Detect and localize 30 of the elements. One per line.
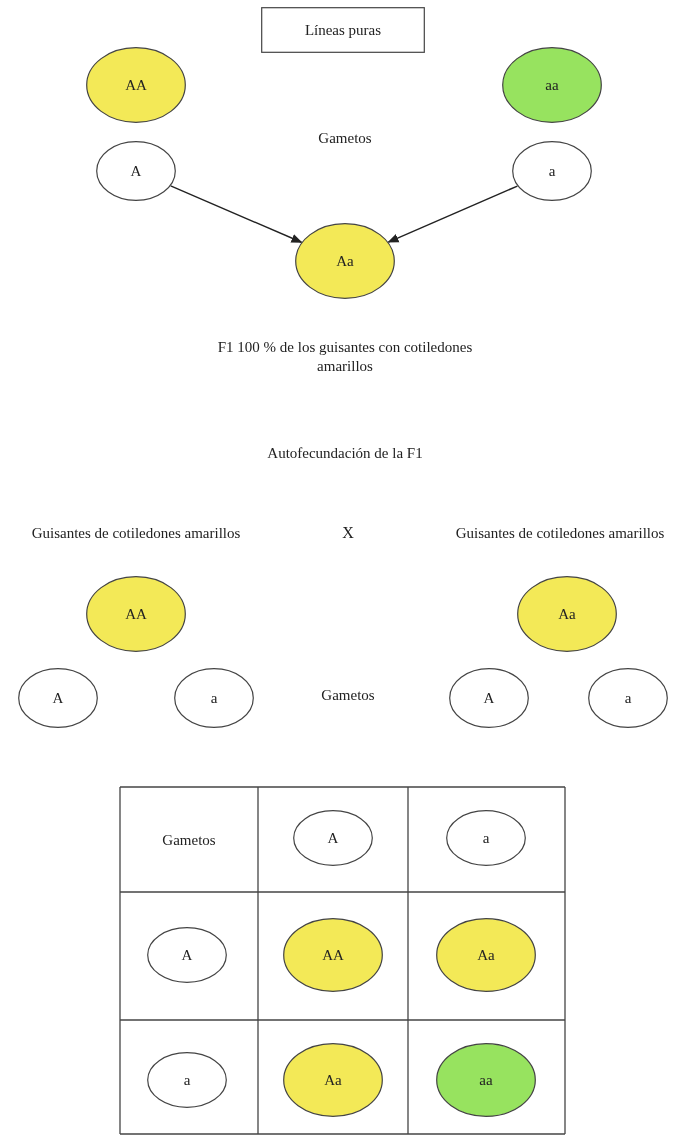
parent-description: Guisantes de cotiledones amarillos bbox=[454, 523, 666, 543]
parent-description: Guisantes de cotiledones amarillos bbox=[30, 523, 242, 543]
genotype-oval: AA bbox=[86, 47, 186, 123]
gamete-oval: a bbox=[512, 141, 592, 201]
gamete-oval: A bbox=[147, 927, 227, 983]
self-fertilization-heading: Autofecundación de la F1 bbox=[266, 443, 424, 463]
genotype-oval: aa bbox=[502, 47, 602, 123]
gamete-oval: A bbox=[18, 668, 98, 728]
f1-result-text: F1 100 % de los guisantes con cotiledones amarillos bbox=[216, 338, 474, 376]
gamete-oval: A bbox=[96, 141, 176, 201]
gamete-oval: a bbox=[174, 668, 254, 728]
cross-symbol: X bbox=[341, 523, 355, 543]
genotype-oval: Aa bbox=[295, 223, 395, 299]
gamete-oval: a bbox=[147, 1052, 227, 1108]
gamete-oval: a bbox=[446, 810, 526, 866]
gamete-oval: a bbox=[588, 668, 668, 728]
genotype-oval: aa bbox=[436, 1043, 536, 1117]
genotype-oval: Aa bbox=[517, 576, 617, 652]
table-header-cell-text: Gametos bbox=[161, 830, 217, 850]
gametes-label: Gametos bbox=[317, 128, 373, 148]
arrow bbox=[387, 185, 519, 243]
genotype-oval: Aa bbox=[436, 918, 536, 992]
gamete-oval: A bbox=[293, 810, 373, 866]
genotype-oval: AA bbox=[283, 918, 383, 992]
arrow bbox=[170, 185, 303, 243]
genotype-oval: Aa bbox=[283, 1043, 383, 1117]
title-box: Líneas puras bbox=[261, 7, 425, 53]
gametes-label: Gametos bbox=[320, 685, 376, 705]
genotype-oval: AA bbox=[86, 576, 186, 652]
gamete-oval: A bbox=[449, 668, 529, 728]
